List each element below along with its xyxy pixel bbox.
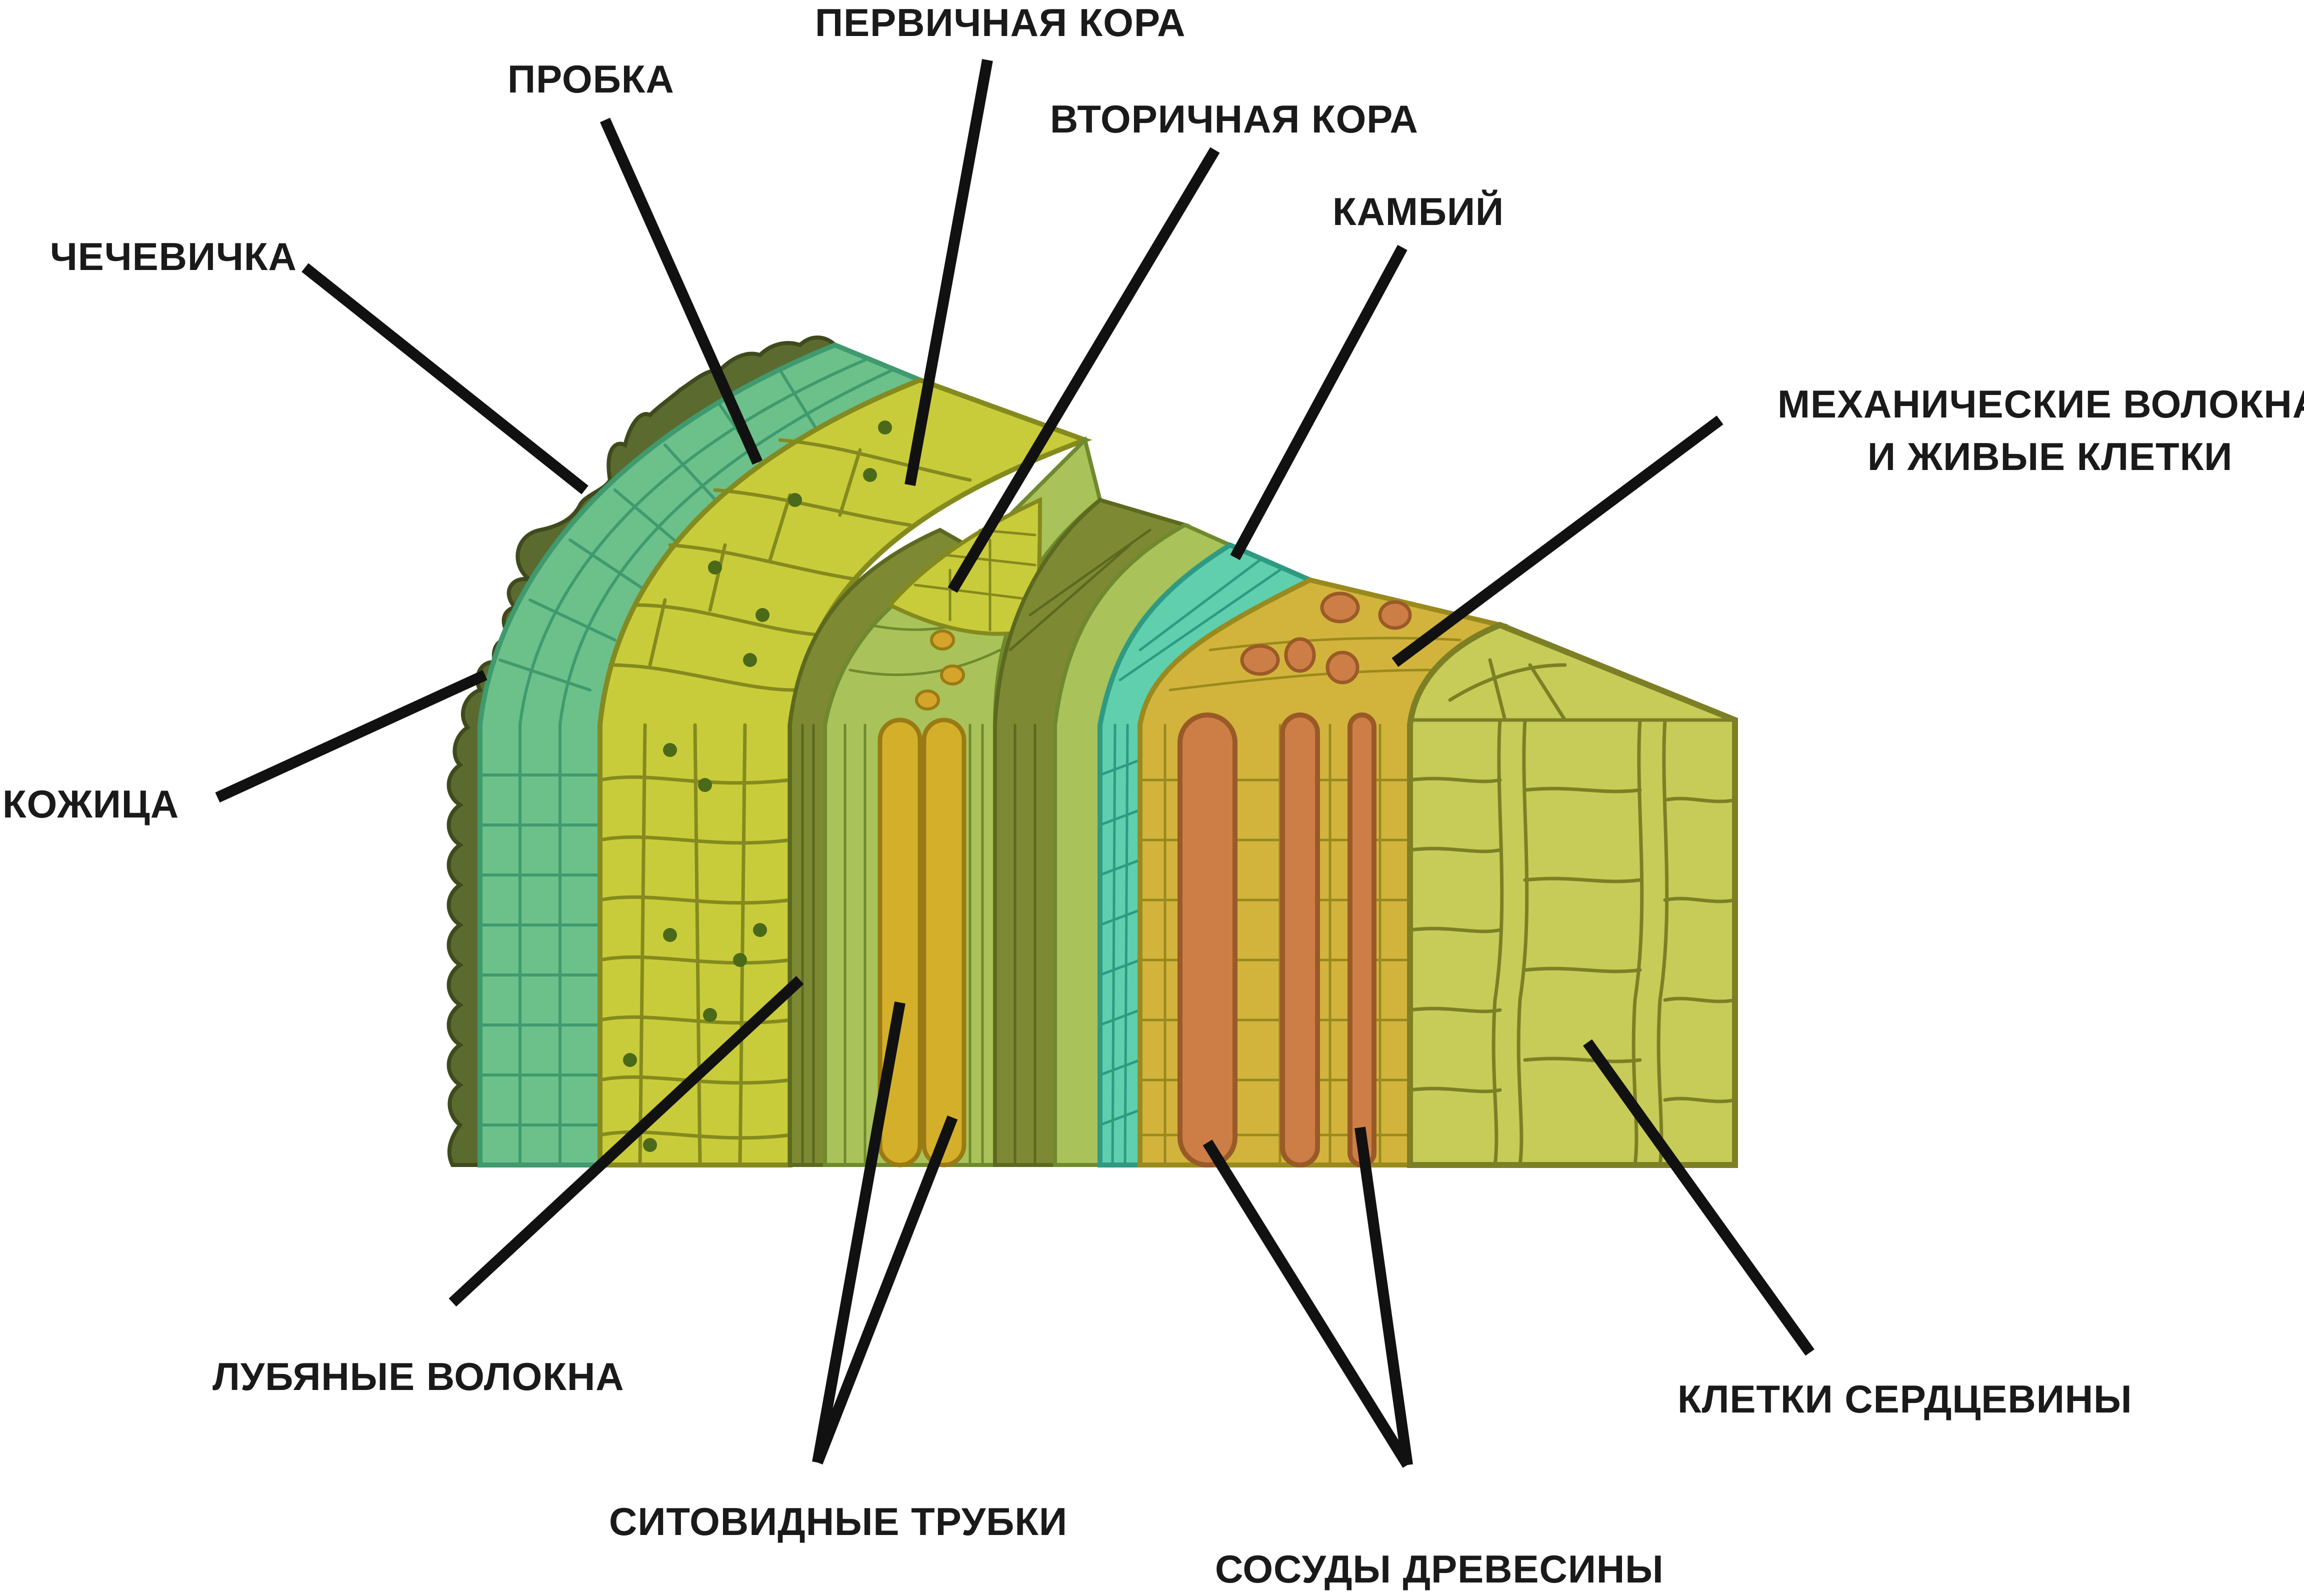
- cambium-cells: [1098, 558, 1282, 1166]
- sieve-tube-2: [922, 718, 966, 1168]
- label-probka: ПРОБКА: [508, 57, 674, 101]
- secondary-bast-lines: [1008, 528, 1152, 1166]
- label-mekh-volokna-line2: И ЖИВЫЕ КЛЕТКИ: [1868, 434, 2232, 478]
- label-vtorichnaya-kora: ВТОРИЧНАЯ КОРА: [1050, 97, 1418, 141]
- wood-vessel-sections: [1240, 592, 1412, 684]
- label-pervichnaya-kora: ПЕРВИЧНАЯ КОРА: [815, 0, 1186, 44]
- primary-cortex-nuclei: [623, 420, 892, 1152]
- leader-pervichnaya-kora: [904, 59, 993, 486]
- label-kambiy: КАМБИЙ: [1332, 190, 1504, 234]
- leader-chechevichka: [302, 263, 588, 494]
- leader-sitovidnye-2: [812, 1115, 958, 1465]
- leader-mekh-volokna: [1392, 416, 1724, 667]
- bast-fiber-lines: [801, 724, 815, 1166]
- phloem-granules: [915, 630, 965, 710]
- label-lubyanye: ЛУБЯНЫЕ ВОЛОКНА: [212, 1354, 624, 1398]
- label-sosudy: СОСУДЫ ДРЕВЕСИНЫ: [1215, 1547, 1664, 1591]
- leader-lubyanye: [448, 976, 804, 1307]
- leader-kambiy: [1230, 244, 1408, 560]
- wood-vessel-2: [1280, 712, 1320, 1168]
- leader-probka: [600, 118, 763, 465]
- pith-layer: [1407, 622, 1738, 1168]
- leader-sosudy-1: [1202, 1140, 1412, 1468]
- wood-vessel-3: [1348, 712, 1376, 1168]
- leader-sosudy-2: [1354, 1126, 1413, 1466]
- label-sitovidnye: СИТОВИДНЫЕ ТРУБКИ: [609, 1500, 1068, 1544]
- leader-serdtsevina: [1583, 1039, 1814, 1356]
- pith-cells: [1408, 658, 1737, 1167]
- stem-block: [446, 336, 1738, 1168]
- wood-vessel-1: [1178, 712, 1238, 1168]
- label-mekh-volokna-line1: МЕХАНИЧЕСКИЕ ВОЛОКНА: [1778, 382, 2304, 426]
- cork-cells: [478, 358, 894, 1166]
- label-chechevichka: ЧЕЧЕВИЧКА: [50, 234, 297, 278]
- leader-lines: [215, 59, 1814, 1468]
- label-kozhitsa: КОЖИЦА: [2, 782, 179, 826]
- leader-sitovidnye-1: [812, 1002, 906, 1464]
- leader-vtorichnaya-kora: [948, 147, 1220, 593]
- leader-kozhitsa: [215, 670, 488, 803]
- primary-cortex-cells: [598, 438, 972, 1167]
- label-serdtsevina: КЛЕТКИ СЕРДЦЕВИНЫ: [1678, 1377, 2132, 1421]
